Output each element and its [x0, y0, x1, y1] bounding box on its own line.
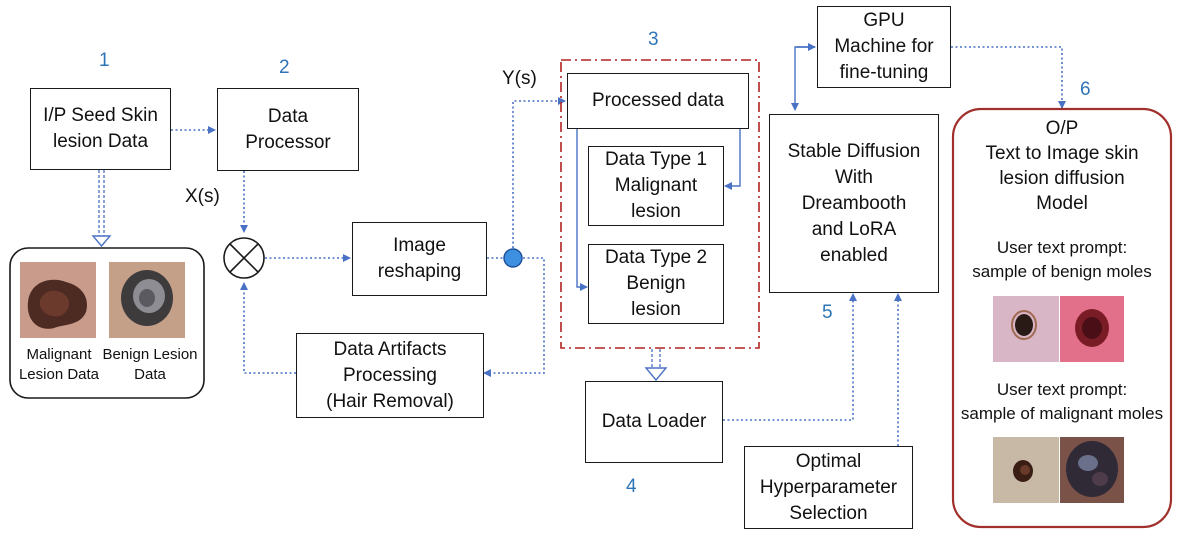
- data-loader-box: Data Loader: [585, 381, 723, 463]
- branch-node: [503, 248, 523, 268]
- step-number-3: 3: [648, 29, 659, 50]
- seed-data-box: I/P Seed Skin lesion Data: [30, 88, 171, 170]
- output-title: O/P Text to Image skin lesion diffusion …: [985, 118, 1139, 214]
- mixer-symbol: [223, 237, 265, 279]
- generated-benign-image-1: [993, 296, 1059, 362]
- step-number-5: 5: [822, 302, 833, 323]
- arrow-gpu-to-output: [951, 46, 1066, 109]
- processed-data-box: Processed data: [567, 73, 749, 129]
- arrow-gpu-diffusion-link: [791, 46, 815, 111]
- step-number-2: 2: [279, 57, 290, 78]
- dashed-region-3: [560, 59, 760, 349]
- hollow-arrow-head-seed: [91, 235, 112, 248]
- step-number-6: 6: [1080, 79, 1091, 100]
- gpu-machine-box: GPU Machine for fine-tuning: [817, 6, 951, 88]
- image-reshaping-box: Image reshaping: [352, 222, 487, 296]
- data-processor-box: Data Processor: [217, 88, 359, 171]
- benign-sample-label: Benign Lesion Data: [102, 346, 198, 383]
- benign-lesion-image: [109, 262, 185, 338]
- arrow-processed-to-type1: [724, 129, 741, 190]
- generated-malignant-image-2: [1060, 437, 1124, 503]
- malignant-lesion-image: [20, 262, 96, 338]
- sample-data-panel: [9, 247, 205, 399]
- signal-y-label: Y(s): [502, 68, 537, 89]
- arrow-loader-to-diffusion: [723, 293, 857, 421]
- malignant-prompt-text: User text prompt: sample of malignant mo…: [960, 380, 1164, 423]
- data-type-1-box: Data Type 1 Malignant lesion: [588, 146, 724, 226]
- arrow-processed-to-type2: [576, 129, 588, 291]
- step-number-4: 4: [626, 476, 637, 497]
- stable-diffusion-box: Stable Diffusion With Dreambooth and LoR…: [769, 114, 939, 293]
- hyperparameter-box: Optimal Hyperparameter Selection: [744, 446, 913, 529]
- arrow-feedback-to-artifacts: [483, 257, 545, 377]
- arrow-artifacts-to-mixer: [240, 282, 296, 374]
- generated-benign-image-2: [1060, 296, 1124, 362]
- hollow-arrow-head-region: [644, 367, 668, 382]
- step-number-1: 1: [99, 50, 110, 71]
- signal-x-label: X(s): [185, 186, 220, 207]
- arrow-node-to-processed: [512, 97, 566, 248]
- generated-malignant-image-1: [993, 437, 1059, 503]
- malignant-sample-label: Malignant Lesion Data: [18, 346, 100, 383]
- output-region-6: [951, 107, 1173, 529]
- artifacts-processing-box: Data Artifacts Processing (Hair Removal): [296, 333, 484, 418]
- benign-prompt-text: User text prompt: sample of benign moles: [972, 238, 1152, 281]
- data-type-2-box: Data Type 2 Benign lesion: [588, 244, 724, 324]
